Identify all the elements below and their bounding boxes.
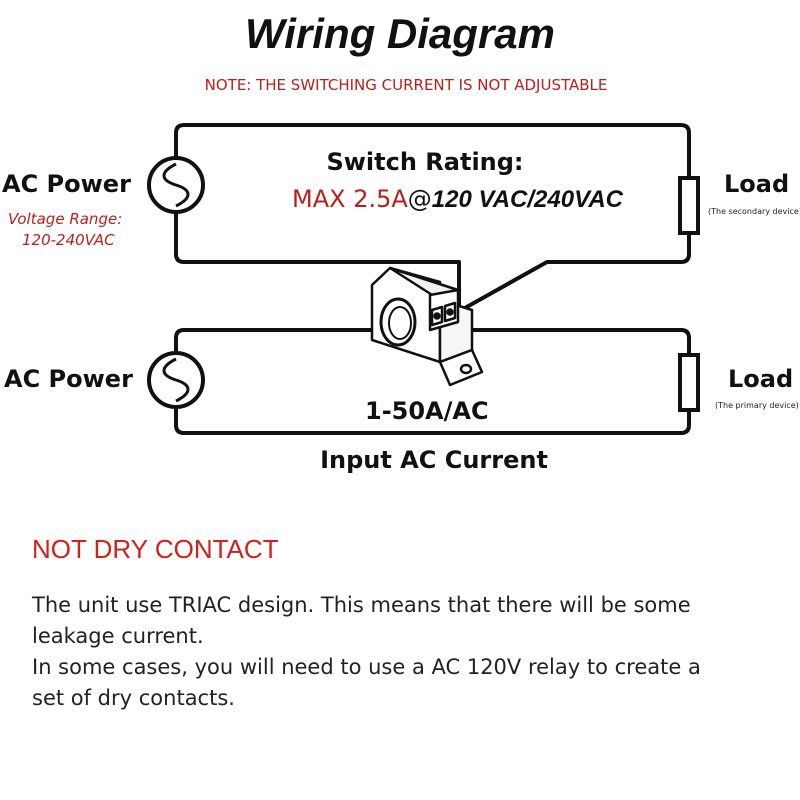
- secondary-circuit-wires: [174, 123, 691, 320]
- switch-rating-heading: Switch Rating:: [326, 148, 524, 176]
- rating-max-current: MAX 2.5A: [292, 185, 408, 213]
- primary-load-label: Load: [728, 365, 794, 393]
- warning-line-4: set of dry contacts.: [32, 686, 235, 710]
- warning-line-3: In some cases, you will need to use a AC…: [32, 655, 701, 679]
- voltage-range-value: 120-240VAC: [22, 231, 115, 249]
- secondary-ac-power-label: AC Power: [2, 170, 131, 198]
- primary-load-sublabel: (The primary device): [715, 401, 799, 410]
- warning-line-2: leakage current.: [32, 624, 204, 648]
- input-current-caption: Input AC Current: [320, 446, 548, 474]
- warning-line-1: The unit use TRIAC design. This means th…: [32, 593, 691, 617]
- rating-voltage: 120 VAC/240VAC: [431, 186, 623, 213]
- not-dry-contact-heading: NOT DRY CONTACT: [32, 534, 279, 564]
- primary-ac-source-icon: [147, 351, 205, 409]
- page-title: Wiring Diagram: [245, 10, 555, 57]
- switch-rating-values: MAX 2.5A@120 VAC/240VAC: [292, 185, 623, 214]
- rating-at-sign: @: [407, 185, 432, 213]
- primary-ac-power-label: AC Power: [4, 365, 133, 393]
- secondary-ac-source-icon: [147, 156, 205, 214]
- current-range-label: 1-50A/AC: [365, 397, 489, 425]
- secondary-load-resistor-icon: [678, 176, 700, 235]
- secondary-load-sublabel: (The secondary device): [708, 207, 800, 216]
- secondary-load-label: Load: [724, 170, 790, 198]
- adjustment-note: NOTE: THE SWITCHING CURRENT IS NOT ADJUS…: [204, 76, 608, 94]
- primary-load-resistor-icon: [678, 353, 700, 412]
- voltage-range-label: Voltage Range:: [8, 210, 123, 228]
- current-sensor-icon: [370, 266, 484, 387]
